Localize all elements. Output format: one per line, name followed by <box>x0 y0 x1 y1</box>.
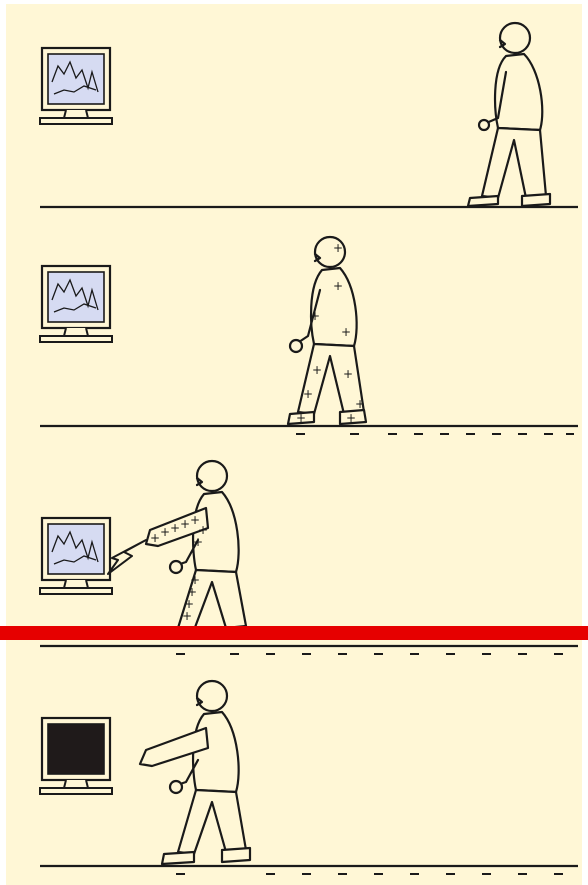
positive-charge-icon: + <box>303 387 313 401</box>
positive-charge-icon: + <box>343 367 353 381</box>
positive-charge-icon: + <box>346 411 356 425</box>
positive-charge-icon: + <box>341 325 351 339</box>
positive-charge-icon: + <box>333 241 343 255</box>
positive-charge-icon: + <box>310 309 320 323</box>
positive-charge-icon: + <box>193 535 203 549</box>
positive-charge-icon: + <box>182 609 192 623</box>
positive-charge-icon: + <box>150 531 160 545</box>
separator-bar <box>0 626 588 640</box>
positive-charge-icon: + <box>312 363 322 377</box>
positive-charge-icon: + <box>180 517 190 531</box>
positive-charge-icon: + <box>355 397 365 411</box>
positive-charge-icon: + <box>333 279 343 293</box>
positive-charge-icon: + <box>296 411 306 425</box>
positive-charge-icon: + <box>170 521 180 535</box>
positive-charge-icon: + <box>160 525 170 539</box>
